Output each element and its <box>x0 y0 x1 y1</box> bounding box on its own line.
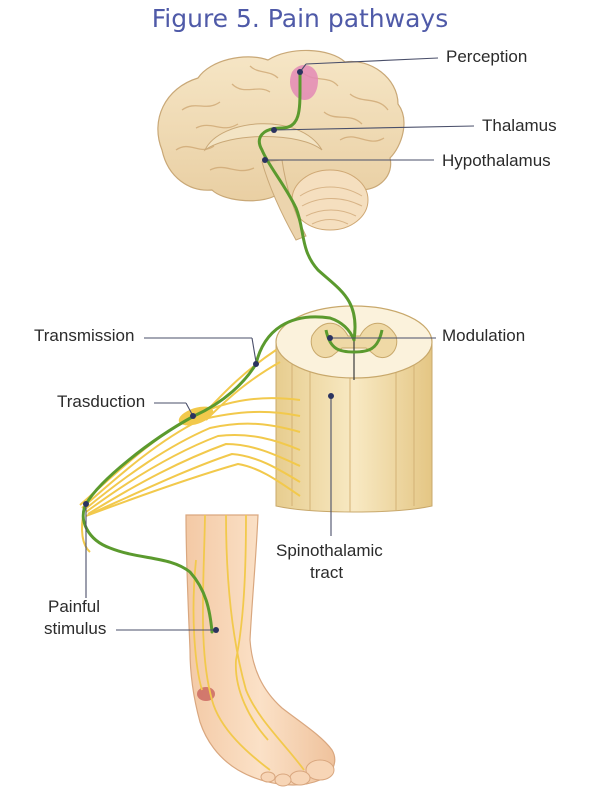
hypothalamus-label: Hypothalamus <box>442 151 551 170</box>
cerebellum <box>291 169 369 231</box>
transmission-label: Transmission <box>34 326 134 345</box>
label-transmission: Transmission <box>34 326 259 367</box>
brain <box>157 49 405 241</box>
label-perception: Perception <box>297 47 527 75</box>
perception-region <box>290 65 318 100</box>
label-thalamus: Thalamus <box>271 116 557 135</box>
pain-pathway-line <box>81 70 357 634</box>
stimulus-label-line1: Painful <box>48 597 100 616</box>
transduction-label: Trasduction <box>57 392 145 411</box>
leg-and-foot <box>185 514 336 787</box>
label-hypothalamus: Hypothalamus <box>262 151 551 170</box>
label-modulation: Modulation <box>327 326 525 345</box>
figure-title: Figure 5. Pain pathways <box>151 4 449 33</box>
thalamus-label: Thalamus <box>482 116 557 135</box>
label-transduction: Trasduction <box>57 392 196 419</box>
modulation-label: Modulation <box>442 326 525 345</box>
spinal-cord <box>275 305 433 513</box>
label-spinothalamic-tract: Spinothalamic tract <box>276 393 383 582</box>
stimulus-label-line2: stimulus <box>44 619 106 638</box>
perception-label: Perception <box>446 47 527 66</box>
spinothalamic-label-line2: tract <box>310 563 343 582</box>
spinothalamic-label-line1: Spinothalamic <box>276 541 383 560</box>
label-painful-stimulus: Painful stimulus <box>44 501 219 638</box>
